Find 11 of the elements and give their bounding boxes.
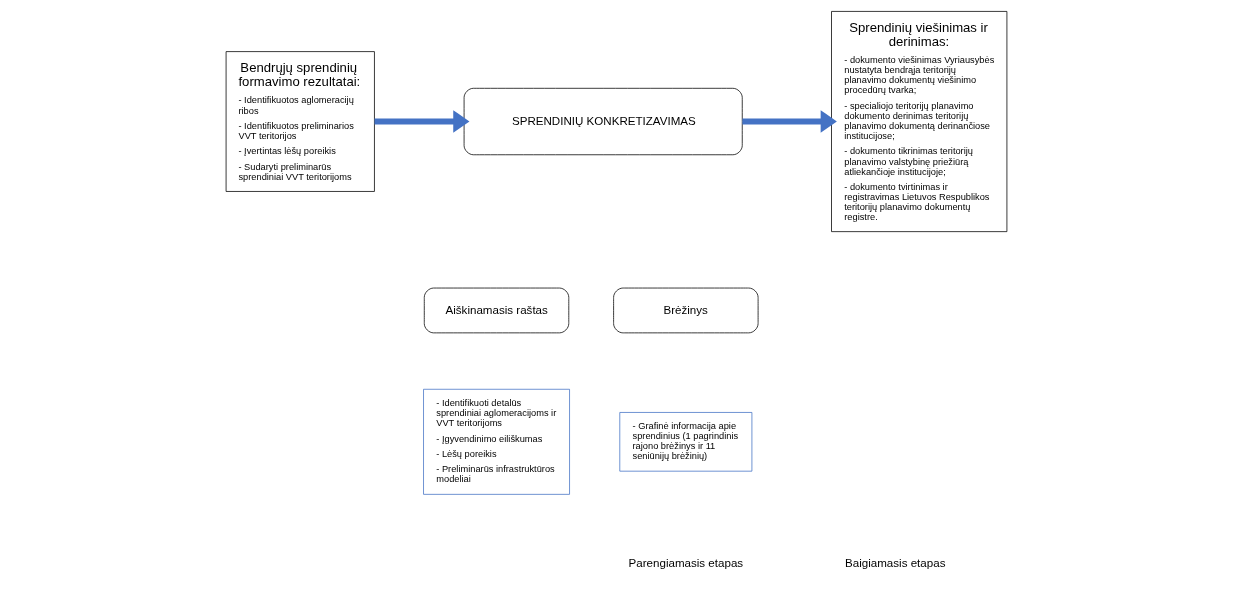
node-box: SPRENDINIŲ KONKRETIZAVIMAS — [463, 87, 743, 156]
node-box: Aiškinamasis raštas — [423, 287, 570, 334]
node-box: Sprendinių viešinimas ir derinimas: - dokumento viešinimas Vyriausybės nustatyta bendrąja teritorijų planavimo dokumentų viešinimo procedūrų tvarka; - specialiojo teritorijų planavimo dokumento derinimas teritorijų planavimo dokumentą derinančiose institucijose; - dokumento tikrinimas teritorijų planavimo valstybinę priežiūrą atliekančioje institucijoje; - dokumento tvirtinimas ir registravimas Lietuvos Respublikos teritorijų planavimo dokumentų registre. — [831, 11, 1008, 233]
label: Baigiamasis etapas — [845, 557, 946, 570]
label: Parengiamasis etapas — [628, 557, 744, 570]
node-box: Bendrųjų sprendinių formavimo rezultatai: - Identifikuotos aglomeracijų ribos - Identifikuotos preliminarios VVT teritorijos - Įvertintas lėšų poreikis - Sudaryti preliminarūs sprendiniai VVT teritorijoms — [225, 51, 375, 192]
arrow — [742, 110, 837, 133]
arrow — [374, 110, 470, 133]
node-box: - Grafinė informacija apie sprendinius (1 pagrindinis rajono brėžinys ir 11 seniūnijų brėžinių) — [619, 412, 753, 472]
node-box: Brėžinys — [613, 287, 759, 334]
node-box: - Identifikuoti detalūs sprendiniai aglomeracijoms ir VVT teritorijoms - Įgyvendinimo eiliškumas - Lėšų poreikis - Preliminarūs infrastruktūros modeliai — [423, 388, 570, 495]
